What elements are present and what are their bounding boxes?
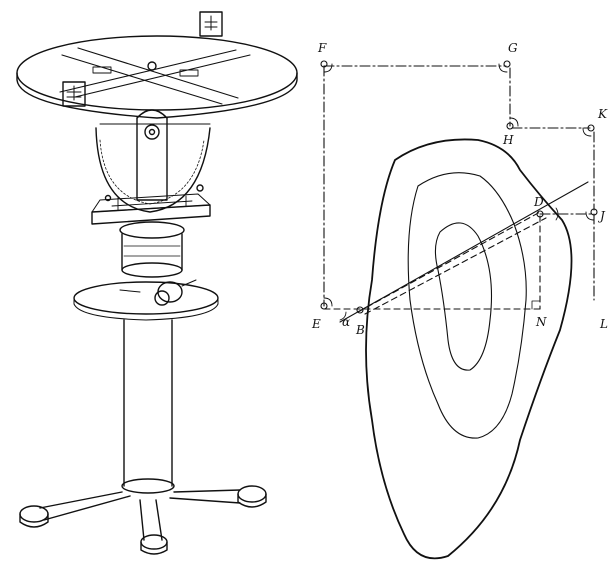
collar [119, 221, 185, 278]
survey-labels: F G H K J D E α B N L [311, 41, 608, 337]
leveling-head [91, 184, 211, 225]
survey-diagram [320, 60, 598, 560]
label-B: B [355, 323, 365, 337]
traverse-lines [323, 65, 595, 307]
label-N: N [535, 315, 547, 329]
label-H: H [502, 133, 514, 147]
base-feet [19, 485, 267, 555]
sight-right [199, 11, 223, 37]
label-F: F [317, 41, 327, 55]
label-alpha: α [342, 315, 350, 329]
label-K: K [597, 107, 608, 121]
sight-line-BD [339, 181, 589, 323]
instrument-illustration [16, 11, 298, 555]
lower-platform [73, 279, 219, 321]
middle-contour [407, 172, 527, 439]
sight-left [62, 81, 86, 107]
vertex-markers [320, 60, 598, 314]
label-D: D [533, 195, 544, 209]
label-L: L [599, 317, 608, 331]
inner-contour [434, 222, 492, 371]
label-E: E [311, 317, 321, 331]
label-G: G [508, 41, 518, 55]
top-disc [16, 35, 298, 119]
column [121, 319, 175, 494]
sight-line-BD-dashed-1 [357, 211, 541, 313]
bracket-arm [136, 109, 168, 201]
label-J: J [597, 209, 606, 223]
sight-line-BD-dashed-2 [364, 217, 547, 315]
outer-contour [365, 138, 573, 560]
